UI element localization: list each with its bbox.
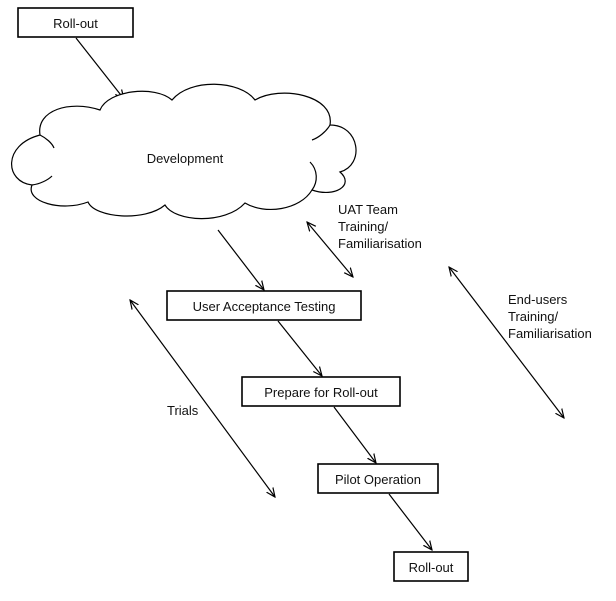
arrow-pilot-to-rollout — [388, 493, 432, 550]
end-users-label-line-1: End-users — [508, 292, 568, 307]
cloud-inner-curve-4 — [31, 175, 53, 186]
rollout-bottom-label: Roll-out — [409, 560, 454, 575]
end-users-label-line-3: Familiarisation — [508, 326, 592, 341]
uat-team-label-line-2: Training/ — [338, 219, 388, 234]
arrow-prepare-to-pilot — [333, 406, 376, 463]
uat-team-label-line-1: UAT Team — [338, 202, 398, 217]
development-label: Development — [147, 151, 224, 166]
uat-team-label-line-3: Familiarisation — [338, 236, 422, 251]
arrow-uat-to-prepare — [277, 320, 322, 376]
rollout-top-box: Roll-out — [17, 7, 134, 38]
cloud-inner-curve-3 — [39, 134, 55, 149]
pilot-box: Pilot Operation — [317, 463, 439, 494]
uat-team-training-double-arrow — [307, 222, 353, 277]
rollout-bottom-box: Roll-out — [393, 551, 469, 582]
pilot-label: Pilot Operation — [335, 472, 421, 487]
prepare-box: Prepare for Roll-out — [241, 376, 401, 407]
end-users-training-double-arrow — [449, 267, 564, 418]
uat-box: User Acceptance Testing — [166, 290, 362, 321]
cloud-inner-curve-2 — [311, 124, 331, 141]
rollout-top-label: Roll-out — [53, 16, 98, 31]
trials-double-arrow — [130, 300, 275, 497]
trials-label: Trials — [167, 403, 199, 418]
development-cloud: Development — [11, 83, 357, 220]
arrow-development-to-uat — [217, 229, 264, 290]
end-users-label-line-2: Training/ — [508, 309, 558, 324]
prepare-label: Prepare for Roll-out — [264, 385, 378, 400]
uat-label: User Acceptance Testing — [193, 299, 336, 314]
arrow-rollout-to-development — [75, 37, 124, 99]
cloud-inner-curve-1 — [309, 161, 317, 191]
